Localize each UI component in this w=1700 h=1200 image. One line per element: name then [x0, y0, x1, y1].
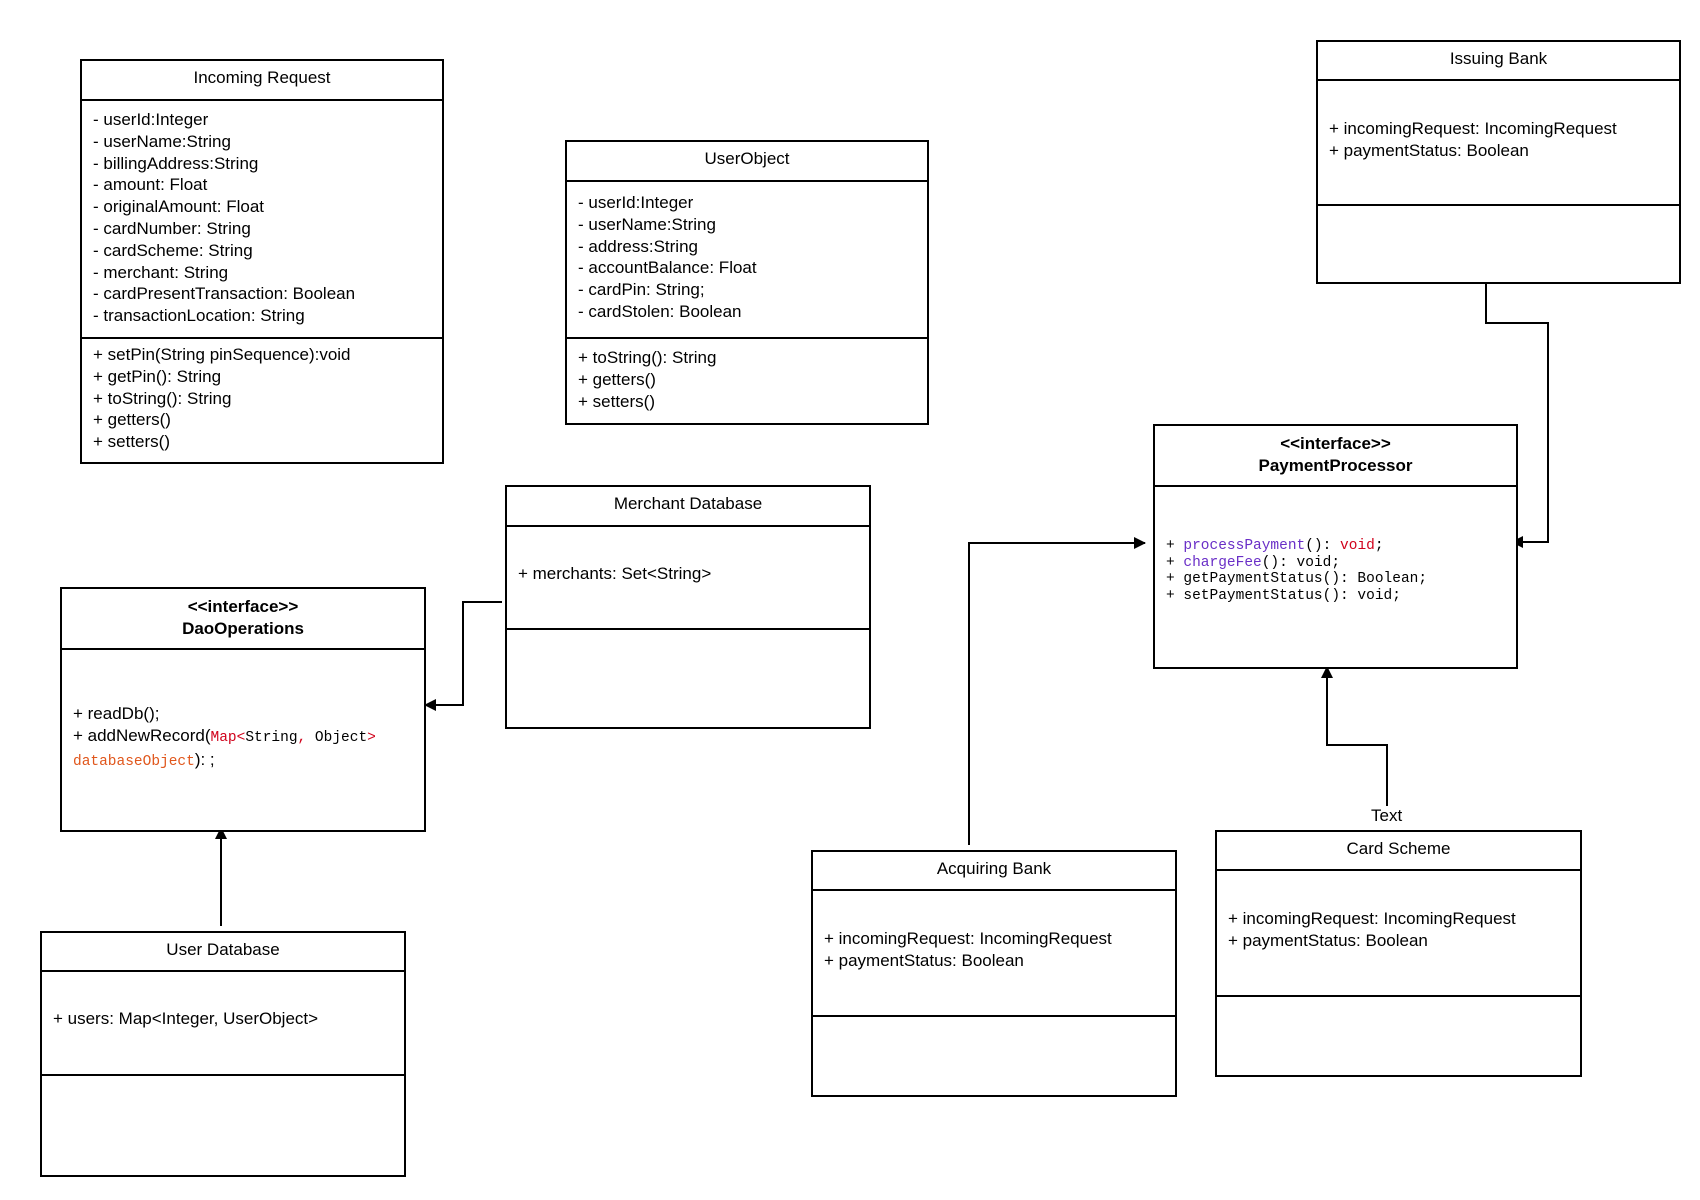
interface-name: DaoOperations	[182, 619, 304, 638]
class-user-database[interactable]: User Database + users: Map<Integer, User…	[40, 931, 406, 1177]
methods-section: + setPin(String pinSequence):void + getP…	[82, 339, 442, 462]
method: + toString(): String	[578, 348, 717, 367]
class-title: Merchant Database	[507, 487, 869, 527]
attribute: - userId:Integer	[93, 110, 209, 129]
attribute: - cardPresentTransaction: Boolean	[93, 284, 356, 304]
class-title: <<interface>> DaoOperations	[62, 589, 424, 650]
method: + getPin(): String	[93, 366, 222, 386]
attribute: + paymentStatus: Boolean	[824, 950, 1024, 970]
method: + processPayment(): void;	[1166, 538, 1384, 554]
attribute: + paymentStatus: Boolean	[1329, 140, 1529, 160]
attribute: - accountBalance: Float	[578, 258, 757, 278]
class-title: Issuing Bank	[1318, 42, 1679, 81]
attributes-section: - userId:Integer - userName:String - add…	[567, 182, 927, 339]
methods-section: + toString(): String + getters() + sette…	[567, 339, 927, 423]
stereotype-label: <<interface>>	[187, 597, 299, 616]
class-issuing-bank[interactable]: Issuing Bank + incomingRequest: Incoming…	[1316, 40, 1681, 284]
method: + chargeFee(): void;	[1166, 554, 1341, 571]
attribute: + incomingRequest: IncomingRequest	[824, 929, 1112, 948]
interface-payment-processor[interactable]: <<interface>> PaymentProcessor + process…	[1153, 424, 1518, 669]
class-title: Acquiring Bank	[813, 852, 1175, 891]
attribute: - userId:Integer	[578, 193, 694, 212]
attributes-section: - userId:Integer - userName:String - bil…	[82, 101, 442, 339]
attributes-section: + incomingRequest: IncomingRequest + pay…	[1318, 81, 1679, 206]
attribute: + incomingRequest: IncomingRequest	[1329, 119, 1617, 138]
method: + readDb();	[73, 704, 160, 723]
interface-name: PaymentProcessor	[1258, 456, 1413, 475]
attributes-section: + users: Map<Integer, UserObject>	[42, 972, 404, 1076]
attribute: - cardScheme: String	[93, 240, 253, 260]
attribute: - cardPin: String;	[578, 280, 705, 300]
method: + setPin(String pinSequence):void	[93, 345, 351, 364]
class-user-object[interactable]: UserObject - userId:Integer - userName:S…	[565, 140, 929, 425]
method: + setters()	[578, 391, 655, 411]
method: + toString(): String	[93, 388, 232, 408]
method: + getters()	[578, 369, 656, 389]
edge-cardscheme-to-payment	[1321, 666, 1388, 808]
edge-label-text: Text	[1369, 806, 1405, 826]
attribute: - amount: Float	[93, 175, 208, 195]
attribute: + paymentStatus: Boolean	[1228, 930, 1428, 950]
methods-section	[1217, 997, 1580, 1075]
attribute: - cardStolen: Boolean	[578, 301, 742, 321]
methods-section	[42, 1076, 404, 1175]
attribute: - cardNumber: String	[93, 218, 251, 238]
stereotype-label: <<interface>>	[1280, 434, 1391, 453]
class-merchant-database[interactable]: Merchant Database + merchants: Set<Strin…	[505, 485, 871, 729]
class-card-scheme[interactable]: Card Scheme + incomingRequest: IncomingR…	[1215, 830, 1582, 1077]
class-title: Card Scheme	[1217, 832, 1580, 871]
attribute: - merchant: String	[93, 262, 229, 282]
attribute: - address:String	[578, 236, 698, 256]
method: + getPaymentStatus(): Boolean;	[1166, 571, 1428, 587]
methods-section	[1318, 206, 1679, 282]
class-title: Incoming Request	[82, 61, 442, 101]
attribute: + users: Map<Integer, UserObject>	[53, 1009, 319, 1028]
attribute: + merchants: Set<String>	[518, 564, 712, 583]
attributes-section: + merchants: Set<String>	[507, 527, 869, 630]
method-continuation: databaseObject): ;	[73, 750, 215, 770]
methods-section: + readDb(); + addNewRecord(Map<String, O…	[62, 650, 424, 830]
method: + getters()	[93, 410, 171, 430]
attribute: - userName:String	[93, 131, 231, 151]
methods-section	[507, 630, 869, 727]
method: + setPaymentStatus(): void;	[1166, 587, 1401, 604]
class-title: User Database	[42, 933, 404, 972]
attribute: - transactionLocation: String	[93, 306, 305, 326]
methods-section	[813, 1017, 1175, 1095]
interface-dao-operations[interactable]: <<interface>> DaoOperations + readDb(); …	[60, 587, 426, 832]
attributes-section: + incomingRequest: IncomingRequest + pay…	[813, 891, 1175, 1017]
attribute: - userName:String	[578, 214, 716, 234]
method: + addNewRecord(Map<String, Object>	[73, 726, 376, 746]
methods-section: + processPayment(): void; + chargeFee():…	[1155, 487, 1516, 667]
attribute: - originalAmount: Float	[93, 197, 265, 217]
class-acquiring-bank[interactable]: Acquiring Bank + incomingRequest: Incomi…	[811, 850, 1177, 1097]
edge-acquiring-to-payment	[968, 537, 1146, 845]
edge-merchant-to-dao	[424, 601, 502, 711]
class-title: <<interface>> PaymentProcessor	[1155, 426, 1516, 487]
attributes-section: + incomingRequest: IncomingRequest + pay…	[1217, 871, 1580, 997]
method: + setters()	[93, 432, 170, 452]
attribute: - billingAddress:String	[93, 153, 259, 173]
class-incoming-request[interactable]: Incoming Request - userId:Integer - user…	[80, 59, 444, 464]
edge-issuing-to-payment	[1485, 283, 1549, 548]
attribute: + incomingRequest: IncomingRequest	[1228, 909, 1516, 928]
class-title: UserObject	[567, 142, 927, 182]
